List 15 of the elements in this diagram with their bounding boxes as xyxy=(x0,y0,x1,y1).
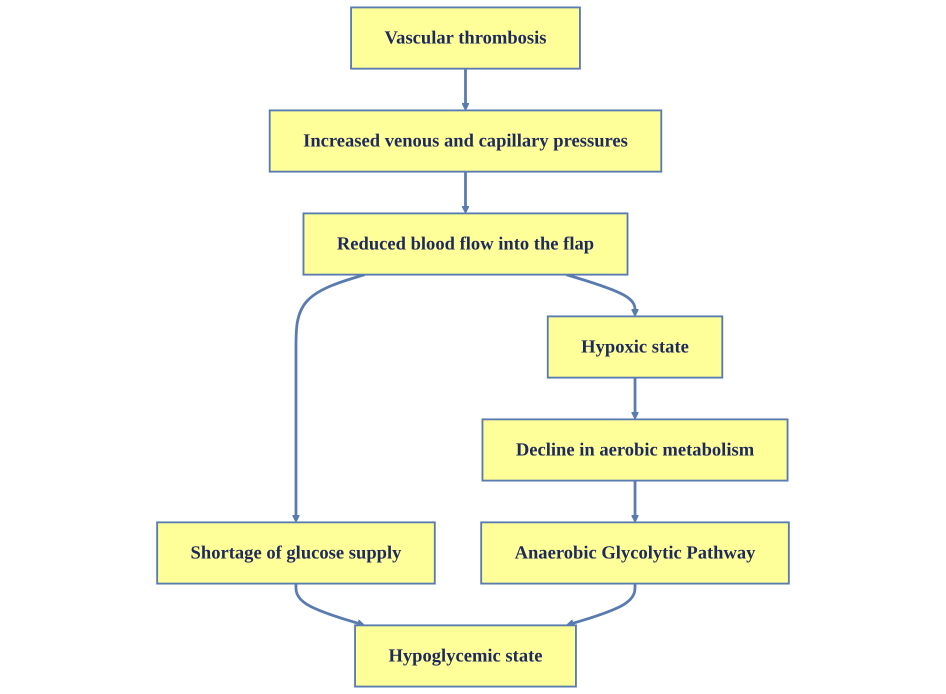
arrow xyxy=(292,273,366,523)
arrow xyxy=(461,68,470,111)
arrow xyxy=(630,378,640,420)
arrow xyxy=(461,172,470,214)
arrow xyxy=(566,273,640,317)
node-box: Hypoglycemic state xyxy=(354,624,577,688)
arrow xyxy=(566,584,636,628)
node-box: Increased venous and capillary pressures xyxy=(268,109,662,173)
node-box: Reduced blood flow into the flap xyxy=(302,212,628,276)
node-box: Hypoxic state xyxy=(546,315,724,379)
node-box: Vascular thrombosis xyxy=(350,6,581,70)
node-box: Shortage of glucose supply xyxy=(156,521,436,585)
node-box: Anaerobic Glycolytic Pathway xyxy=(480,521,790,585)
node-box: Decline in aerobic metabolism xyxy=(482,418,788,482)
arrow xyxy=(630,480,640,523)
